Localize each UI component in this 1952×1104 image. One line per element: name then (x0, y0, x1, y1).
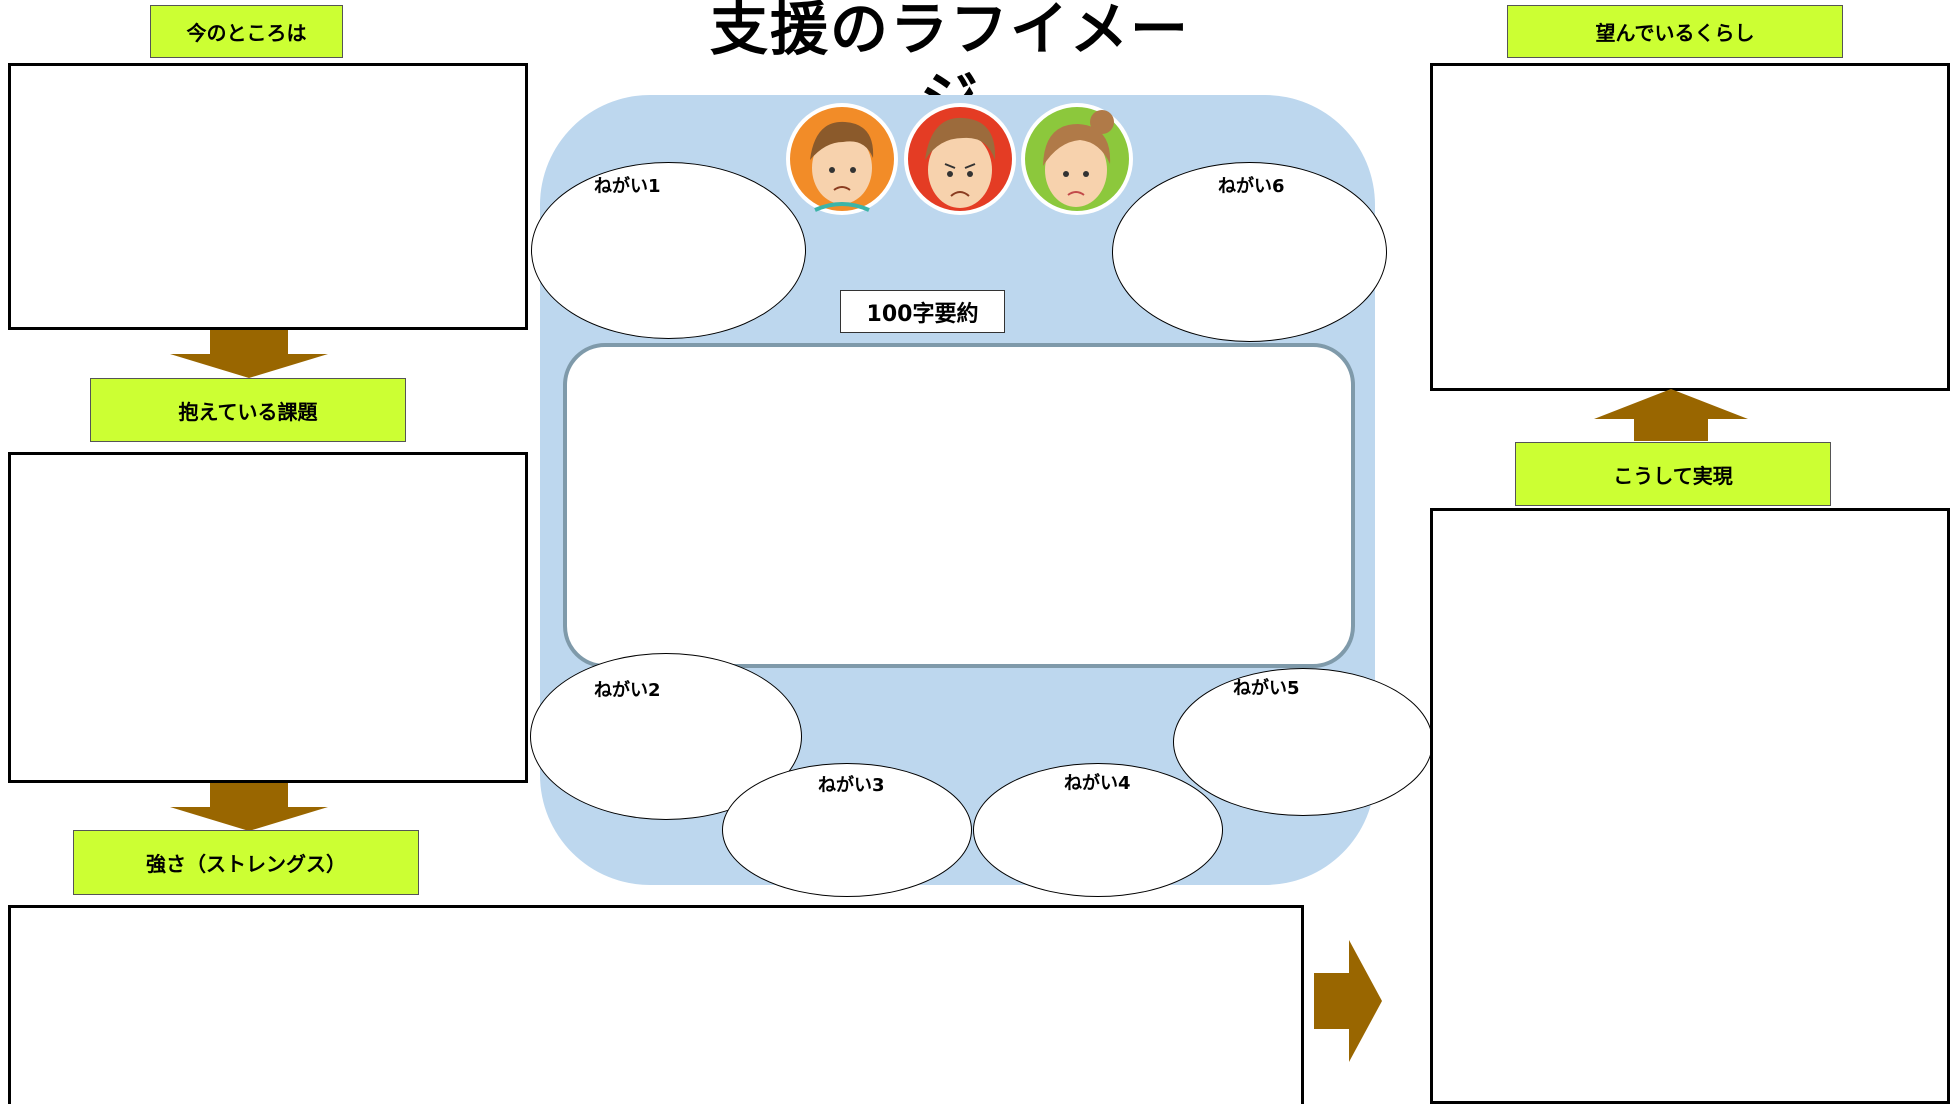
wish-label-6: ねがい6 (1218, 176, 1285, 197)
realize-box[interactable] (1430, 508, 1950, 1104)
summary-label: 100字要約 (840, 290, 1005, 333)
wish-ellipse-3[interactable] (722, 763, 972, 897)
wish-ellipse-5[interactable] (1173, 668, 1433, 816)
current-box[interactable] (8, 63, 528, 330)
wish-label-4: ねがい4 (1064, 773, 1131, 794)
label-strengths: 強さ（ストレングス） (73, 830, 419, 895)
boy-face-icon (786, 103, 898, 215)
girl-face-icon (1021, 103, 1133, 215)
label-desired: 望んでいるくらし (1507, 5, 1843, 58)
wish-label-3: ねがい3 (818, 775, 885, 796)
wish-label-2: ねがい2 (594, 680, 661, 701)
wish-ellipse-4[interactable] (973, 763, 1223, 897)
wish-ellipse-6[interactable] (1112, 162, 1387, 342)
wish-label-5: ねがい5 (1233, 678, 1300, 699)
desired-box[interactable] (1430, 63, 1950, 391)
down-arrow-1 (170, 330, 328, 378)
frowning-face-icon (904, 103, 1016, 215)
wish-ellipse-1[interactable] (531, 162, 806, 339)
label-realize: こうして実現 (1515, 442, 1831, 506)
up-arrow (1594, 389, 1748, 441)
summary-box[interactable] (563, 343, 1355, 668)
strengths-box[interactable] (8, 905, 1304, 1104)
label-issues: 抱えている課題 (90, 378, 406, 442)
label-current: 今のところは (150, 5, 343, 58)
down-arrow-2 (170, 783, 328, 831)
wish-label-1: ねがい1 (594, 176, 661, 197)
page-title: 支援のラフイメージ (709, 0, 1190, 133)
issues-box[interactable] (8, 452, 528, 783)
right-arrow (1314, 940, 1382, 1062)
